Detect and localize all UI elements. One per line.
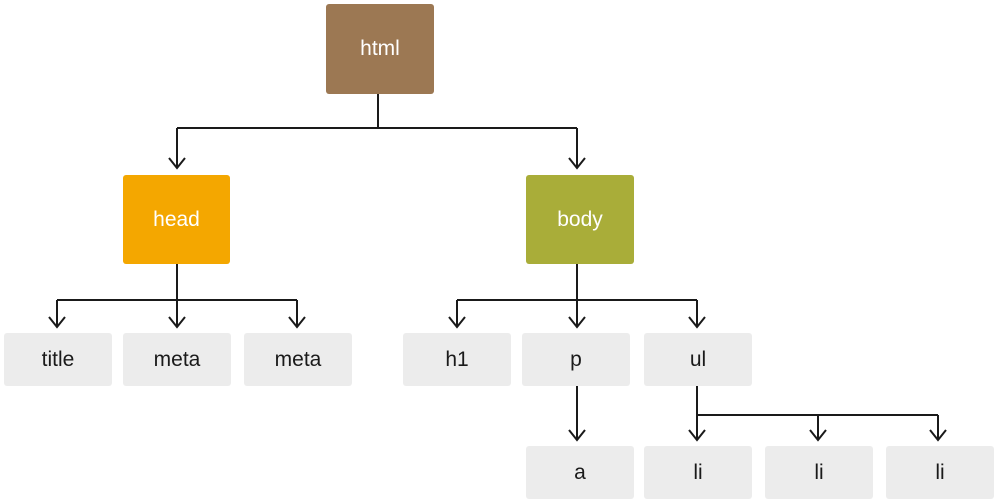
arrow-title bbox=[48, 316, 66, 329]
node-meta-1-label: meta bbox=[153, 347, 201, 371]
arrow-ul bbox=[688, 316, 706, 329]
node-meta-1: meta bbox=[123, 333, 231, 386]
node-meta-2-label: meta bbox=[274, 347, 322, 371]
arrow-a bbox=[568, 429, 586, 442]
node-body-label: body bbox=[557, 207, 603, 231]
node-li-1-label: li bbox=[693, 460, 703, 484]
arrow-li-3 bbox=[929, 429, 947, 442]
node-a-label: a bbox=[574, 460, 586, 484]
node-li-1: li bbox=[644, 446, 752, 499]
node-ul-label: ul bbox=[689, 347, 707, 371]
node-title-label: title bbox=[41, 347, 75, 371]
node-h1: h1 bbox=[403, 333, 511, 386]
node-meta-2: meta bbox=[244, 333, 352, 386]
node-li-3-label: li bbox=[935, 460, 945, 484]
node-li-3: li bbox=[886, 446, 994, 499]
arrow-h1 bbox=[448, 316, 466, 329]
node-h1-label: h1 bbox=[445, 347, 469, 371]
node-li-2: li bbox=[765, 446, 873, 499]
node-head: head bbox=[123, 175, 230, 264]
node-li-2-label: li bbox=[814, 460, 824, 484]
arrow-head-node bbox=[168, 157, 186, 170]
arrow-p bbox=[568, 316, 586, 329]
connector-ul bbox=[696, 386, 939, 440]
arrow-body-node bbox=[568, 157, 586, 170]
node-title: title bbox=[4, 333, 112, 386]
arrow-meta-2 bbox=[288, 316, 306, 329]
arrow-li-1 bbox=[688, 429, 706, 442]
connector-html bbox=[176, 94, 578, 168]
node-html-label: html bbox=[360, 37, 400, 60]
node-body: body bbox=[526, 175, 634, 264]
arrow-li-2 bbox=[809, 429, 827, 442]
arrow-meta-1 bbox=[168, 316, 186, 329]
node-p-label: p bbox=[570, 347, 582, 371]
connector-head bbox=[56, 264, 298, 327]
node-p: p bbox=[522, 333, 630, 386]
node-html: html bbox=[326, 4, 434, 94]
node-a: a bbox=[526, 446, 634, 499]
node-ul: ul bbox=[644, 333, 752, 386]
node-head-label: head bbox=[153, 207, 200, 231]
connector-body bbox=[456, 264, 698, 327]
